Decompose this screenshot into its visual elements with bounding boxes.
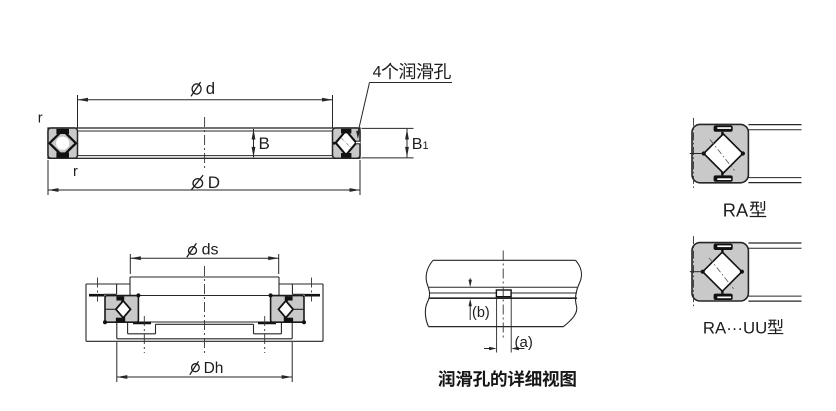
svg-text:RA: RA [723,200,749,221]
svg-text:d: d [206,79,215,98]
svg-text:D: D [208,173,220,192]
svg-text:4: 4 [373,64,382,81]
svg-text:(a): (a) [515,334,533,351]
svg-text:B1: B1 [412,136,429,153]
svg-text:r: r [38,111,43,127]
svg-text:Dh: Dh [204,360,224,377]
svg-text:r: r [73,164,78,180]
svg-text:ds: ds [202,242,219,259]
svg-text:B: B [259,134,270,153]
svg-text:(b): (b) [472,305,490,321]
svg-text:RA···UU: RA···UU [703,319,767,338]
